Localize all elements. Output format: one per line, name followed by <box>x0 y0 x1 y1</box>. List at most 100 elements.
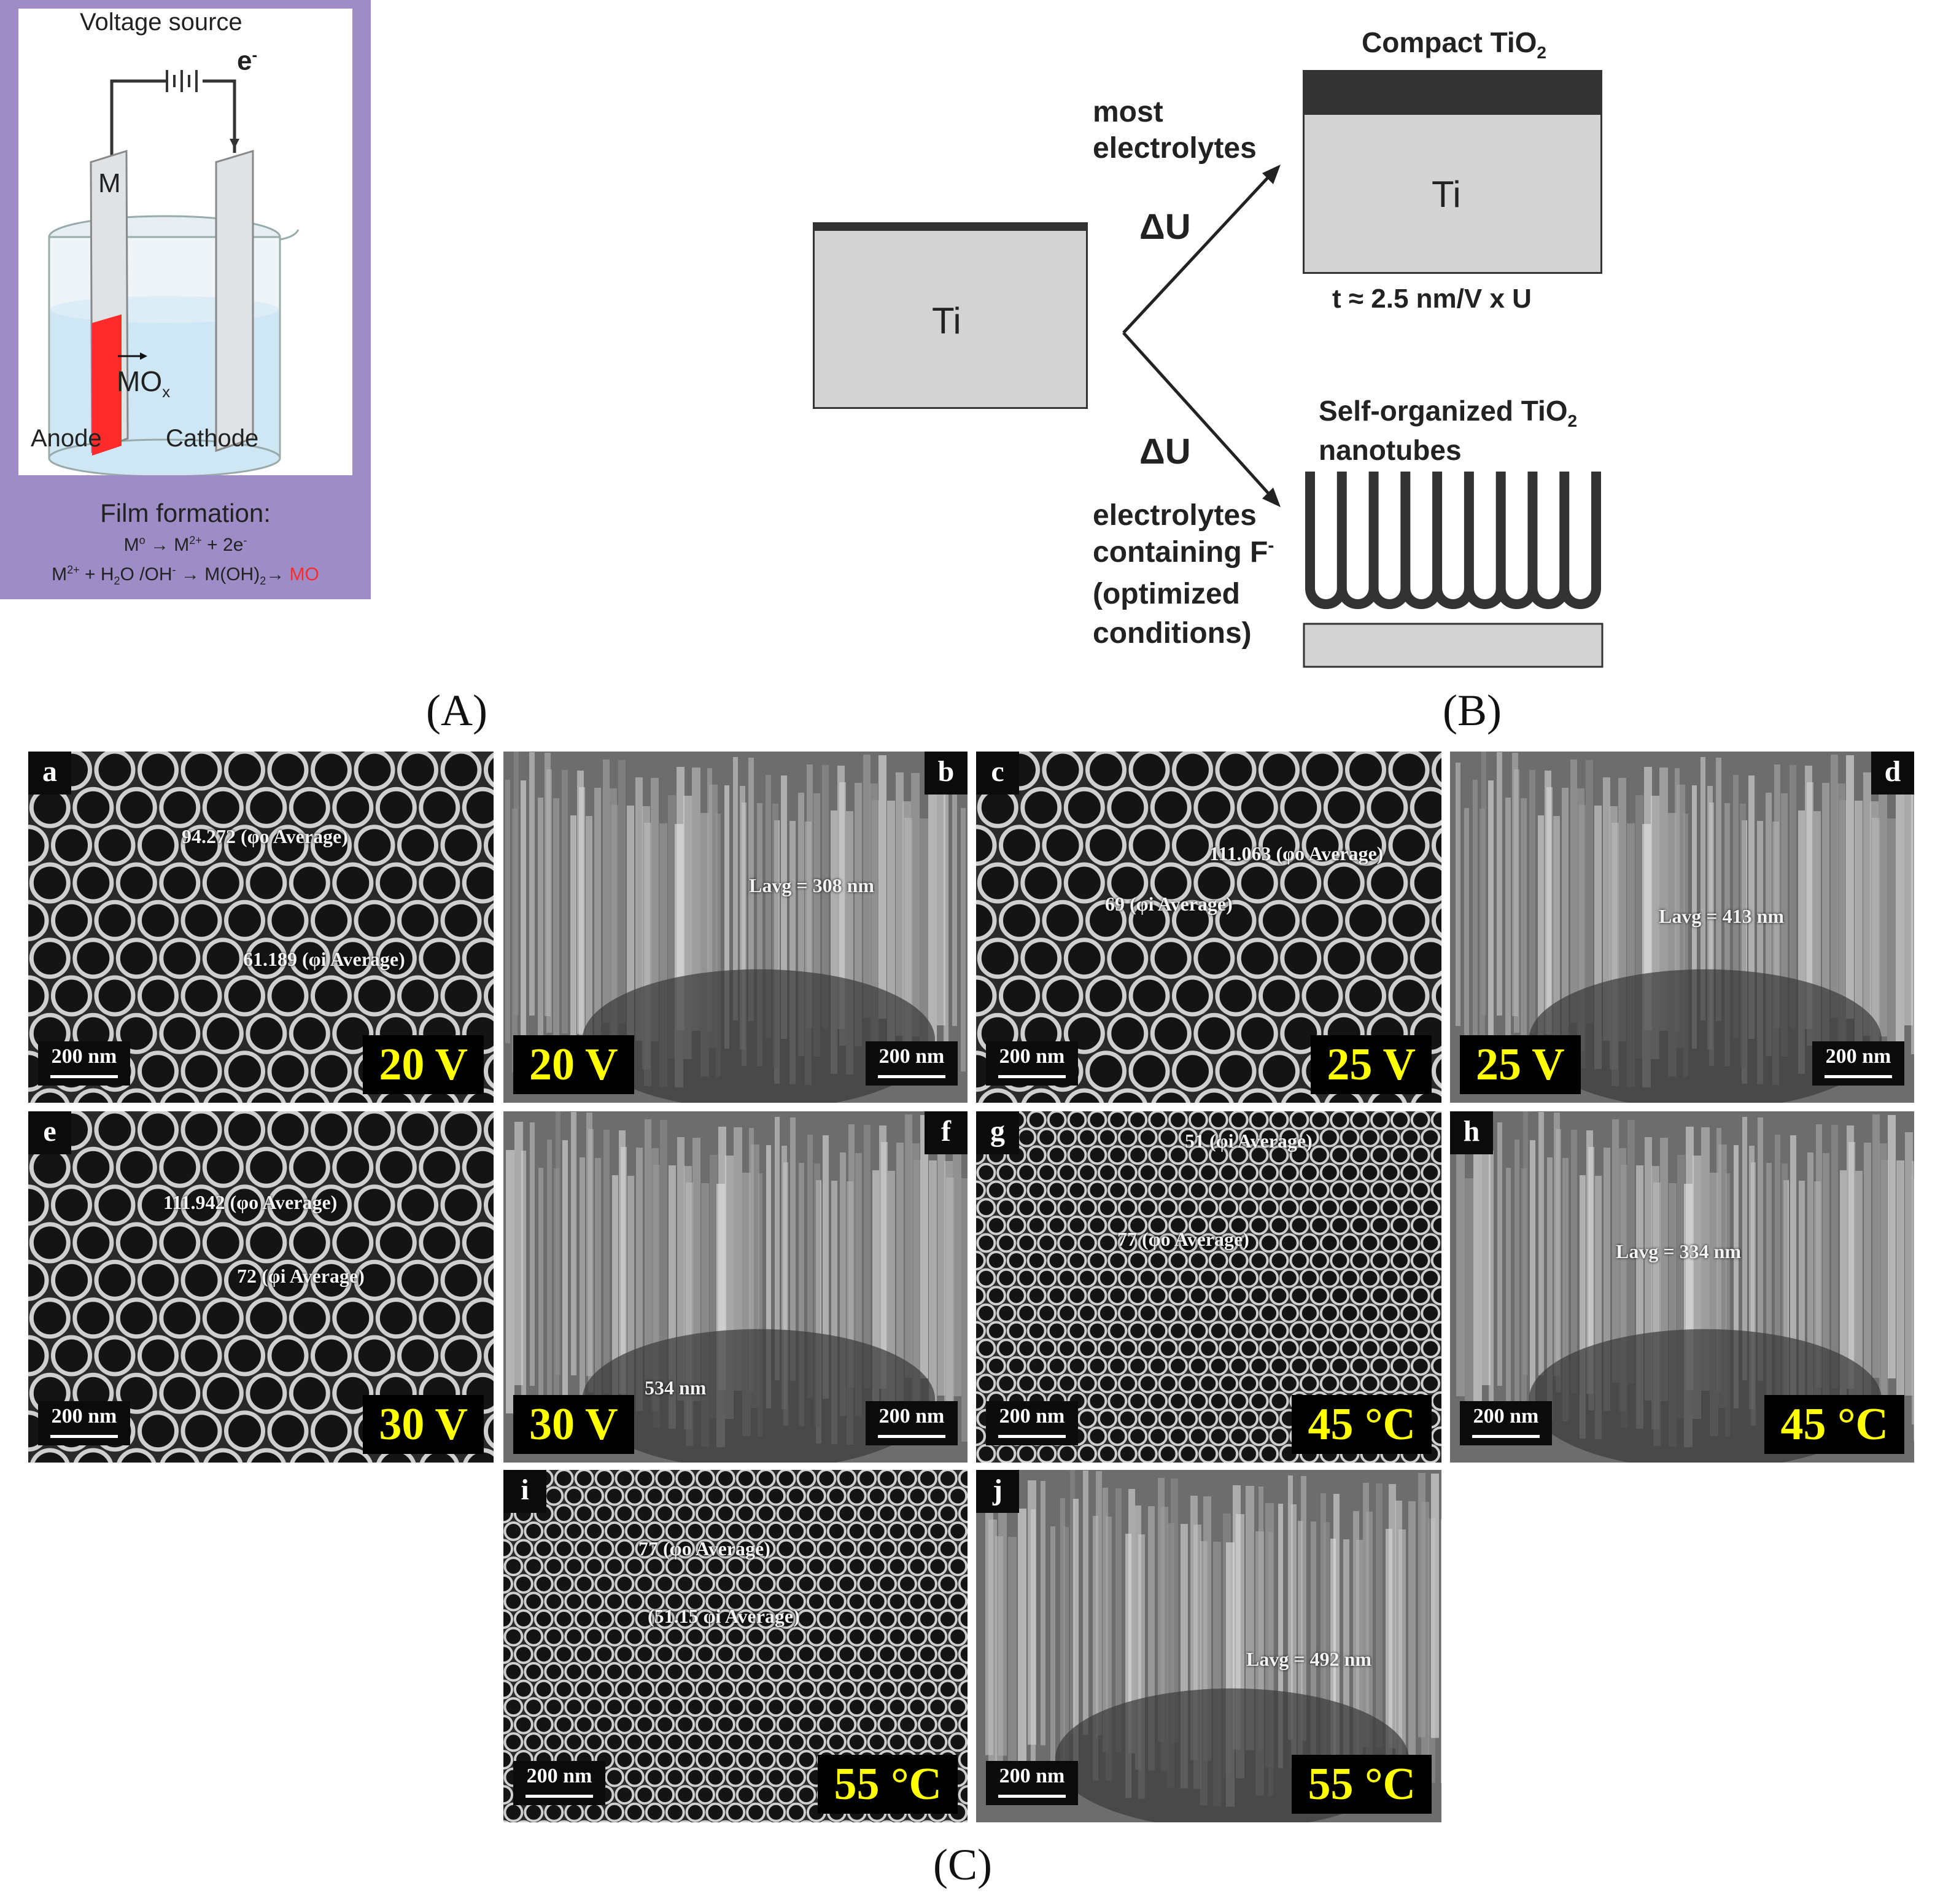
scale-bar-label: 200 nm <box>1825 1045 1891 1068</box>
thickness-formula: t ≈ 2.5 nm/V x U <box>1332 284 1532 314</box>
measurement-annotation: 94.272 (φo Average) <box>182 825 348 847</box>
electrolytes-label: electrolytes <box>1093 132 1257 165</box>
scale-bar: 200 nm <box>866 1401 958 1445</box>
measurement-annotation: Lavg = 492 nm <box>1246 1648 1372 1670</box>
measurement-annotation: 61.189 (φi Average) <box>243 948 405 970</box>
scale-bar-label: 200 nm <box>51 1405 117 1428</box>
voltage-source-label: Voltage source <box>80 9 242 36</box>
electrolytes-f-label: electrolytes <box>1093 499 1257 532</box>
ti-substrate-compact <box>1303 113 1602 274</box>
caption-b: (B) <box>1443 686 1502 735</box>
tile-letter: c <box>976 752 1019 795</box>
measurement-annotation: 77 (φo Average) <box>1117 1228 1249 1250</box>
battery-icon <box>166 70 198 92</box>
scale-bar: 200 nm <box>986 1761 1078 1805</box>
film-formation-title: Film formation: <box>100 499 271 527</box>
compact-oxide-layer <box>1303 70 1602 114</box>
sem-tile-e: e 111.942 (φo Average) 72 (φi Average) 200 … <box>28 1111 494 1463</box>
scale-bar: 200 nm <box>38 1401 130 1445</box>
equation-2: M2+ + H2O /OH- → M(OH)2→ MO <box>52 564 319 587</box>
electrochemical-cell-panel: Voltage source e- M MOx Anode Cathode Fi… <box>0 0 371 599</box>
tile-letter: j <box>976 1470 1019 1513</box>
condition-badge: 20 V <box>363 1035 484 1094</box>
tile-letter: e <box>28 1111 71 1154</box>
scale-bar: 200 nm <box>866 1041 958 1086</box>
measurement-annotation: 111.063 (φo Average) <box>1209 842 1384 865</box>
scale-bar-label: 200 nm <box>526 1765 592 1787</box>
nanotubes-label: nanotubes <box>1319 434 1462 466</box>
tile-letter: i <box>503 1470 546 1513</box>
native-oxide-layer <box>813 222 1088 231</box>
condition-badge: 30 V <box>363 1395 484 1454</box>
sem-tile-f: f 534 nm 200 nm 30 V <box>503 1111 968 1463</box>
sem-tile-g: g 51 (φi Average) 77 (φo Average) 200 nm 45 … <box>976 1111 1441 1463</box>
sem-tile-i: i 77 (φo Average) (51.15 φi Average) 200 nm… <box>503 1470 968 1822</box>
tile-letter: h <box>1450 1111 1493 1154</box>
sem-tile-a: a 94.272 (φo Average) 61.189 (φi Average) 2… <box>28 752 494 1103</box>
scale-bar-label: 200 nm <box>999 1045 1065 1068</box>
condition-badge: 45 °C <box>1764 1395 1904 1454</box>
caption-a: (A) <box>426 686 487 735</box>
measurement-annotation: Lavg = 413 nm <box>1659 905 1785 927</box>
delta-u-top-label: ΔU <box>1139 207 1191 247</box>
measurement-annotation: 69 (φi Average) <box>1105 893 1233 915</box>
scale-bar-label: 200 nm <box>878 1405 945 1428</box>
measurement-annotation: (51.15 φi Average) <box>648 1605 800 1627</box>
ti-substrate <box>813 222 1088 409</box>
condition-badge: 45 °C <box>1292 1395 1432 1454</box>
anode-label: Anode <box>31 425 102 452</box>
scale-bar: 200 nm <box>38 1041 130 1086</box>
scale-bar-label: 200 nm <box>999 1765 1065 1787</box>
tile-letter: f <box>925 1111 968 1154</box>
cell-illustration-area: Voltage source e- M MOx <box>18 9 352 478</box>
ti-label: Ti <box>932 300 961 341</box>
scale-bar-label: 200 nm <box>999 1405 1065 1428</box>
cathode-label: Cathode <box>166 425 259 452</box>
optimized-label: (optimized <box>1093 578 1240 610</box>
measurement-annotation: 72 (φi Average) <box>237 1265 365 1287</box>
condition-badge: 25 V <box>1460 1035 1581 1094</box>
ti-label-compact: Ti <box>1432 174 1461 215</box>
scale-bar: 200 nm <box>513 1761 605 1805</box>
condition-badge: 25 V <box>1311 1035 1432 1094</box>
nanotube-array-illustration <box>1303 472 1604 668</box>
measurement-annotation: Lavg = 334 nm <box>1616 1240 1742 1262</box>
scale-bar: 200 nm <box>1460 1401 1552 1445</box>
equation-1: Mo → M2+ + 2e- <box>123 534 247 555</box>
self-organized-label: Self-organized TiO2 <box>1319 395 1578 431</box>
measurement-annotation: 77 (φo Average) <box>638 1537 770 1560</box>
condition-badge: 55 °C <box>1292 1755 1432 1814</box>
condition-badge: 30 V <box>513 1395 634 1454</box>
measurement-annotation: 111.942 (φo Average) <box>163 1191 338 1213</box>
scale-bar: 200 nm <box>1812 1041 1904 1086</box>
caption-c: (C) <box>933 1840 992 1889</box>
beaker-illustration <box>48 70 300 478</box>
measurement-annotation: 51 (φi Average) <box>1185 1130 1313 1152</box>
scale-bar: 200 nm <box>986 1401 1078 1445</box>
containing-f-label: containing F- <box>1093 535 1274 569</box>
tile-letter: g <box>976 1111 1019 1154</box>
oxide-label: MOx <box>117 365 171 402</box>
condition-badge: 55 °C <box>818 1755 958 1814</box>
scale-bar-label: 200 nm <box>1473 1405 1539 1428</box>
tile-letter: a <box>28 752 71 795</box>
tile-letter: d <box>1871 752 1914 795</box>
scale-bar: 200 nm <box>986 1041 1078 1086</box>
measurement-annotation: Lavg = 308 nm <box>749 874 875 896</box>
conditions-label: conditions) <box>1093 617 1252 650</box>
condition-badge: 20 V <box>513 1035 634 1094</box>
metal-label: M <box>98 168 121 198</box>
measurement-annotation: 534 nm <box>645 1377 707 1399</box>
scale-bar-label: 200 nm <box>878 1045 945 1068</box>
scale-bar-label: 200 nm <box>51 1045 117 1068</box>
tile-letter: b <box>925 752 968 795</box>
sem-tile-c: c 111.063 (φo Average) 69 (φi Average) 200 … <box>976 752 1441 1103</box>
most-label: most <box>1093 96 1163 128</box>
electron-label: e- <box>237 45 258 76</box>
compact-tio2-label: Compact TiO2 <box>1362 26 1546 63</box>
delta-u-bottom-label: ΔU <box>1139 432 1191 472</box>
